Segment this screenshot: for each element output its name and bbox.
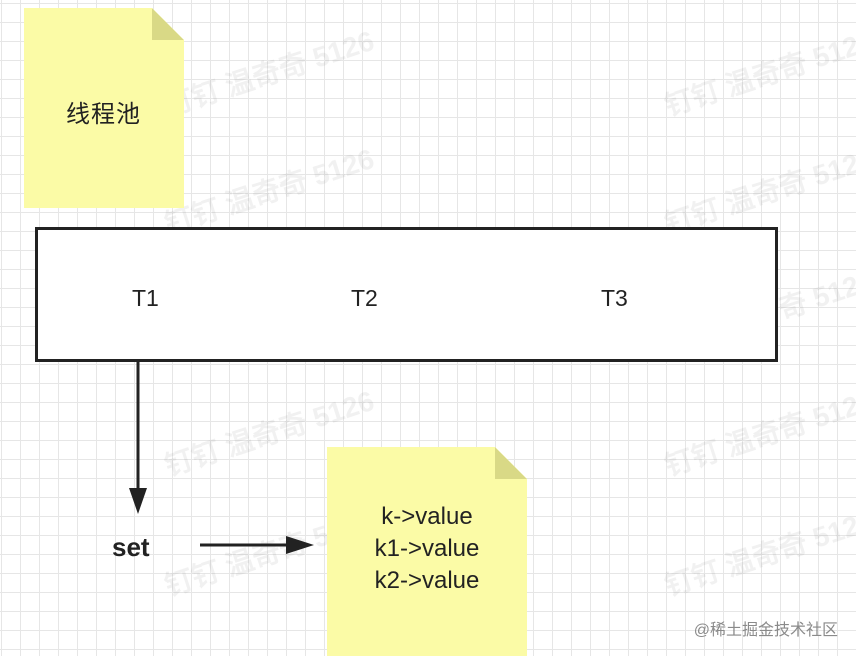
map-entry: k->value [381, 503, 473, 530]
map-entries-list: k->value k1->value k2->value [327, 501, 527, 597]
thread-t3-label: T3 [601, 285, 628, 311]
map-entries-note: k->value k1->value k2->value [327, 447, 527, 656]
map-entry: k1->value [374, 535, 480, 562]
thread-t2-label: T2 [351, 285, 378, 311]
thread-t1-label: T1 [132, 285, 159, 311]
map-entry: k2->value [374, 567, 480, 594]
thread-pool-box: T1 T2 T3 [35, 227, 778, 362]
t1-to-set-arrow-head [129, 488, 147, 514]
set-label: set [112, 532, 150, 562]
source-credit: @稀土掘金技术社区 [693, 622, 838, 639]
set-to-map-arrow-head [286, 536, 314, 554]
thread-pool-note-label: 线程池 [66, 101, 141, 128]
